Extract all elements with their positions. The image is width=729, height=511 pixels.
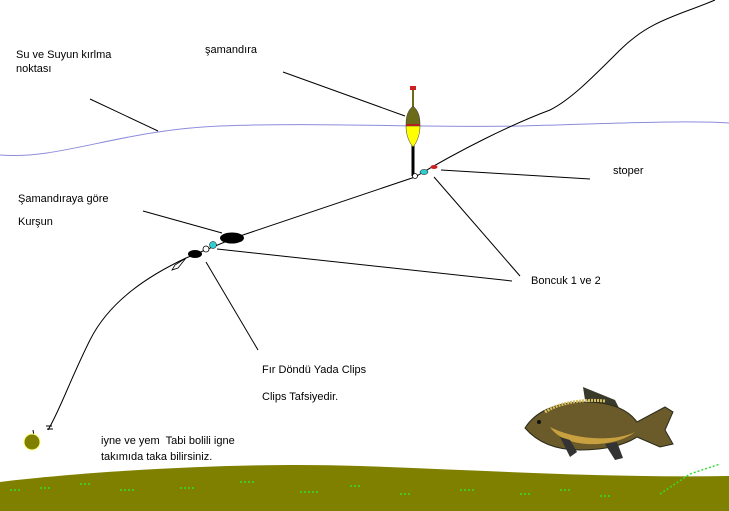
float-tip <box>410 86 416 90</box>
grass-tufts <box>10 463 721 497</box>
stopper <box>430 165 438 169</box>
label-lead-line2: Kurşun <box>18 216 53 228</box>
label-hook-line1: iyne ve yem Tabi bolili igne <box>101 435 235 447</box>
lead-weight <box>220 232 244 244</box>
carp-fish-image <box>524 387 674 460</box>
bead-lower <box>209 241 217 249</box>
label-water-break-line2: noktası <box>16 63 52 75</box>
label-swivel-line1: Fır Döndü Yada Clips <box>262 364 367 376</box>
label-swivel-line2: Clips Tafsiyedir. <box>262 391 339 403</box>
label-stopper: stoper <box>613 165 644 177</box>
water-surface-line <box>0 121 729 157</box>
bead-top <box>419 169 429 175</box>
float-body-bottom <box>405 125 421 148</box>
float-swivel <box>412 173 418 179</box>
label-hook-line2: takımıda taka bilirsiniz. <box>101 451 213 463</box>
bait-boilie <box>23 433 41 451</box>
swivel-ring <box>202 245 210 253</box>
main-line <box>47 0 716 431</box>
ground <box>0 464 729 511</box>
label-lead-line1: Şamandıraya göre <box>18 193 109 205</box>
float-body-top <box>405 105 421 127</box>
pointer-lines <box>89 71 591 351</box>
label-beads: Boncuk 1 ve 2 <box>531 275 601 287</box>
hook-link-loop <box>171 257 187 271</box>
shot-weight <box>188 250 202 258</box>
label-float: şamandıra <box>205 44 257 56</box>
label-water-break-line1: Su ve Suyun kırlma <box>16 49 112 61</box>
hook-icon <box>46 425 53 430</box>
